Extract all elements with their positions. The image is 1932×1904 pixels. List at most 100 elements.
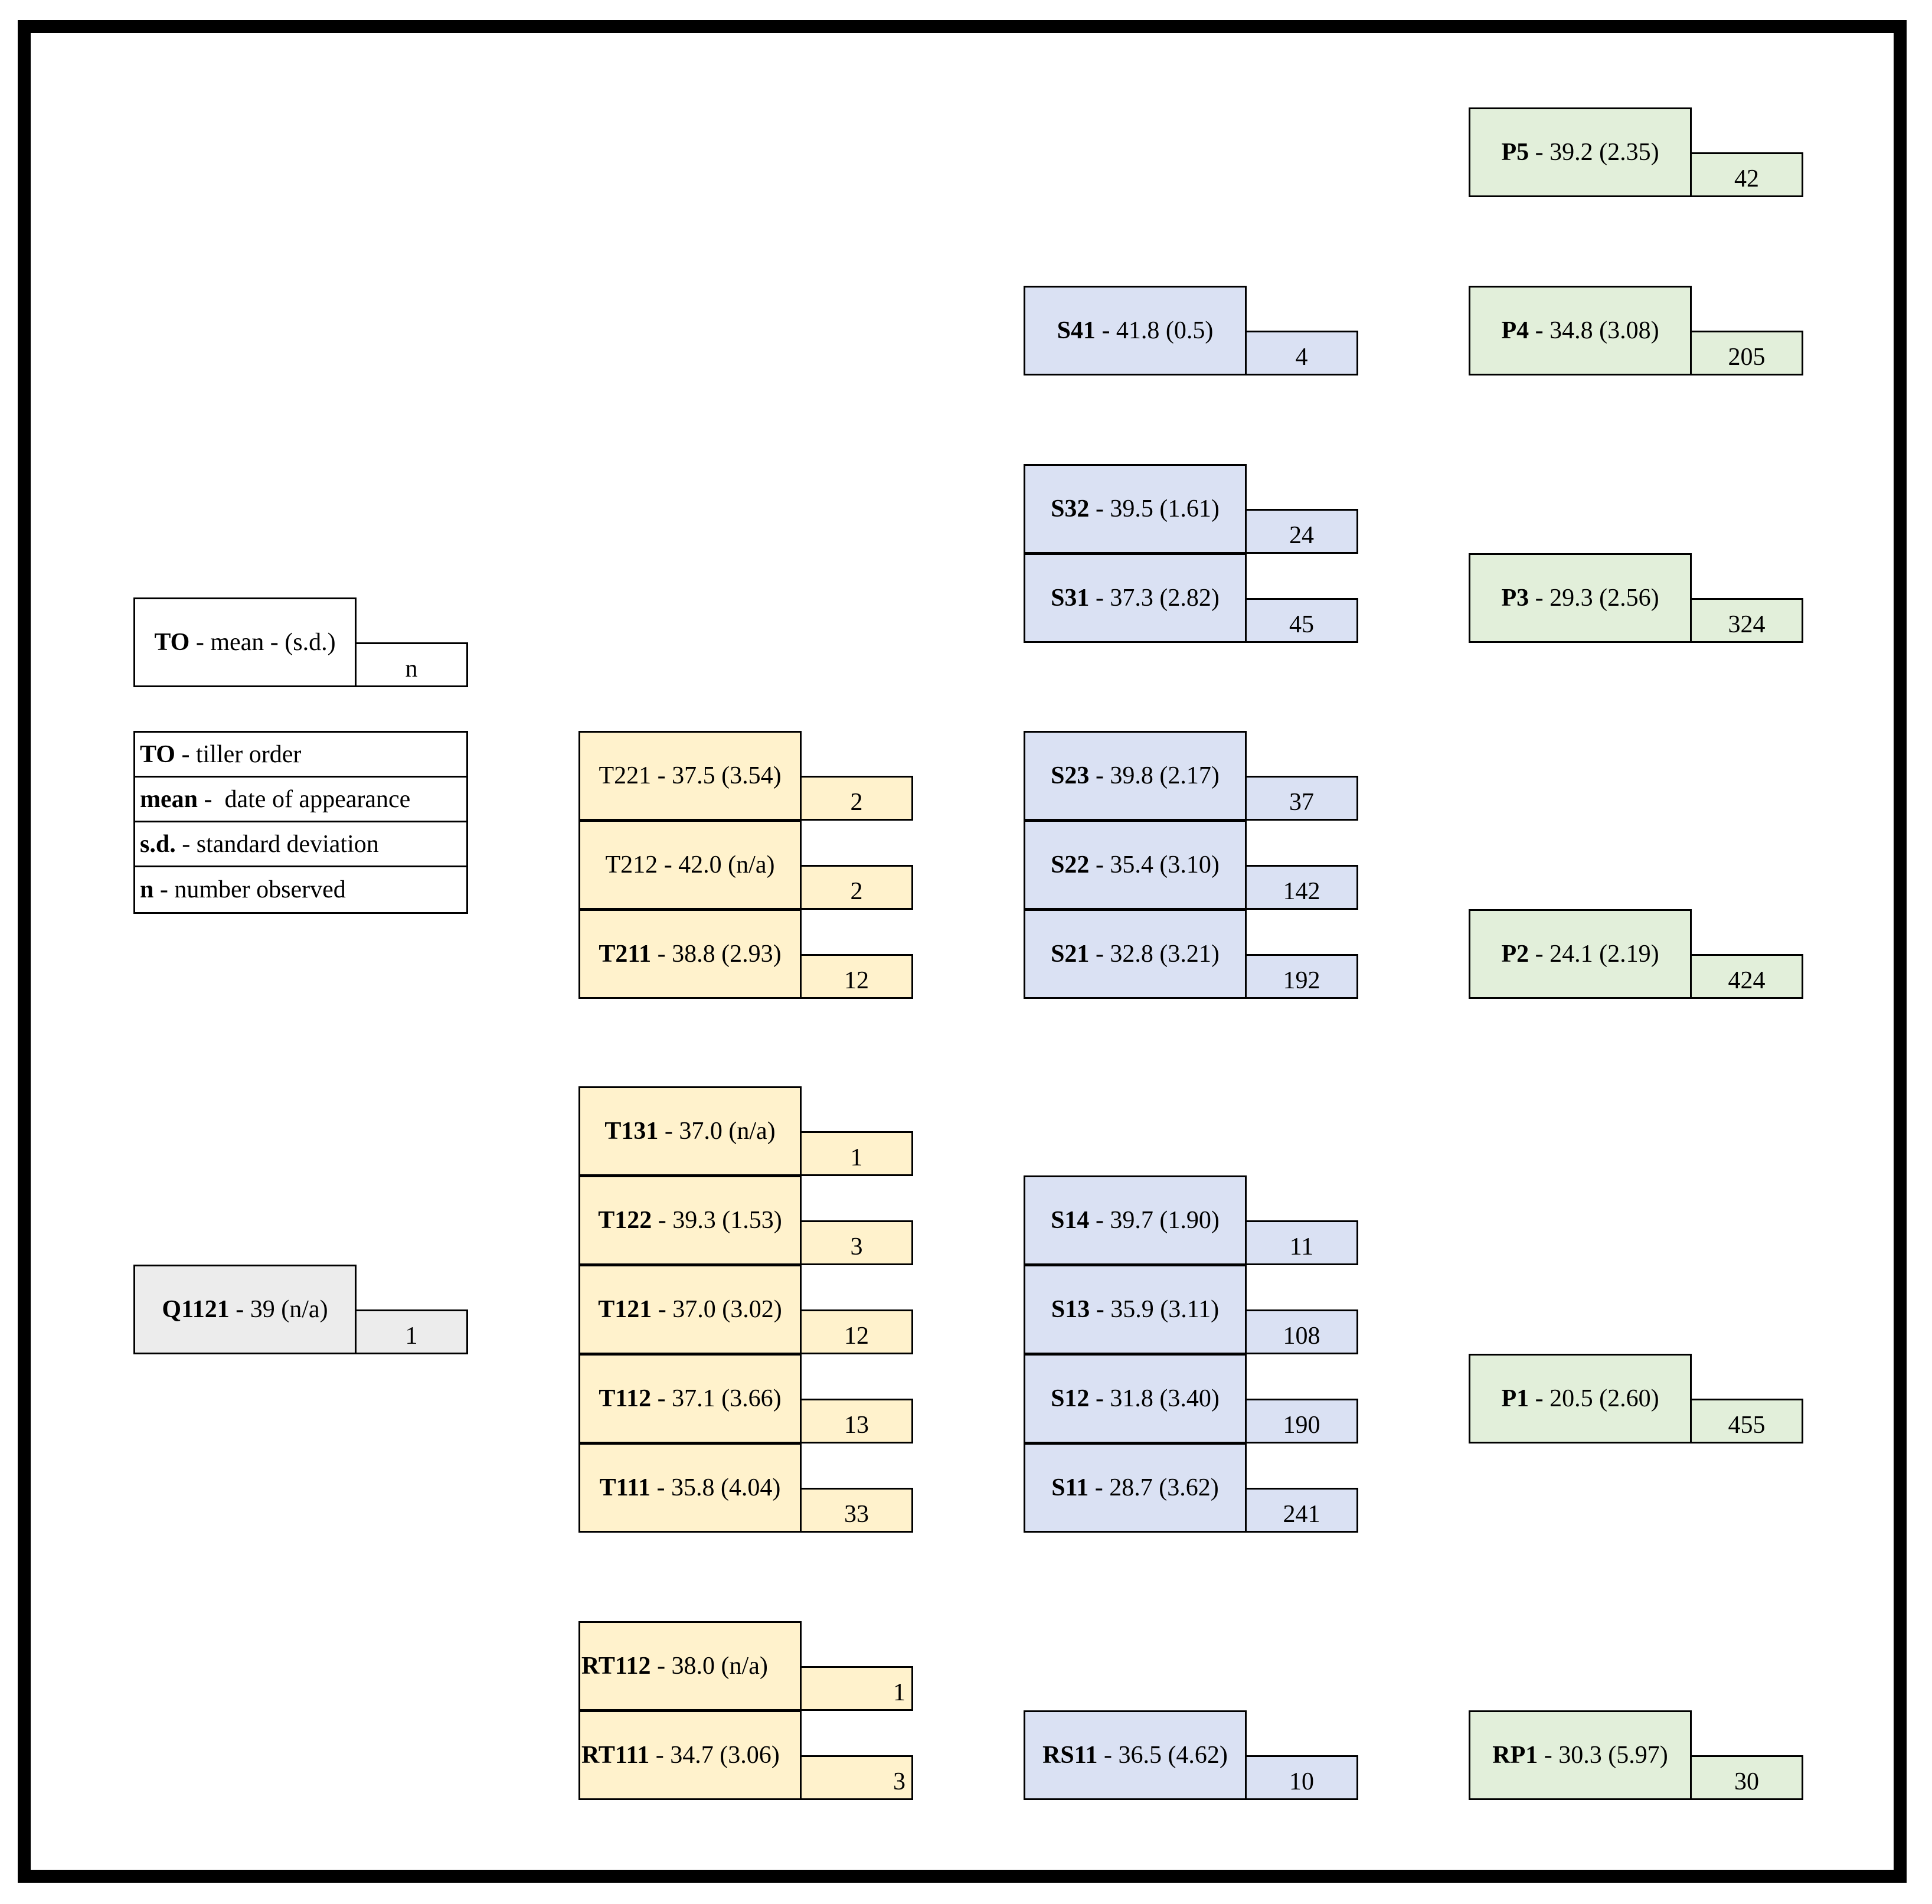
node-count: 37: [1245, 776, 1358, 821]
node-main: P2 - 24.1 (2.19): [1469, 909, 1692, 999]
node-id: S14: [1051, 1207, 1090, 1234]
key-box-id: TO: [154, 629, 190, 656]
node-stat: - 39.5 (1.61): [1089, 495, 1220, 522]
node-id: T131: [604, 1118, 659, 1145]
node-count: 2: [800, 865, 913, 910]
key-box: TO - mean - (s.d.) n: [133, 597, 468, 687]
node-Q1121: Q1121 - 39 (n/a) 1: [133, 1265, 468, 1354]
node-stat: - 37.0 (n/a): [658, 1118, 776, 1145]
node-id: T112: [599, 1385, 652, 1412]
node-stat: - 37.1 (3.66): [651, 1385, 782, 1412]
node-S23: S23 - 39.8 (2.17) 37: [1024, 731, 1358, 821]
node-stat: - 34.8 (3.08): [1529, 317, 1659, 344]
legend-table: TO - tiller order mean - date of appeara…: [133, 731, 468, 914]
node-stat: - 34.7 (3.06): [649, 1742, 780, 1769]
node-main: S32 - 39.5 (1.61): [1024, 464, 1247, 554]
node-stat: - 32.8 (3.21): [1089, 940, 1220, 968]
node-count: 241: [1245, 1488, 1358, 1533]
node-id: RT111: [581, 1742, 650, 1769]
node-main: RT112 - 38.0 (n/a): [578, 1621, 802, 1711]
node-id: S13: [1051, 1296, 1090, 1323]
node-count: 190: [1245, 1399, 1358, 1443]
node-id: T221: [599, 762, 652, 789]
node-S14: S14 - 39.7 (1.90) 11: [1024, 1175, 1358, 1265]
node-stat: - 35.8 (4.04): [650, 1474, 781, 1501]
node-id: S32: [1051, 495, 1090, 522]
node-main: RP1 - 30.3 (5.97): [1469, 1710, 1692, 1800]
node-count: 12: [800, 954, 913, 999]
node-id: Q1121: [162, 1296, 230, 1323]
node-main: S12 - 31.8 (3.40): [1024, 1354, 1247, 1443]
node-RP1: RP1 - 30.3 (5.97) 30: [1469, 1710, 1803, 1800]
node-stat: - 28.7 (3.62): [1088, 1474, 1219, 1501]
node-stat: - 39.8 (2.17): [1089, 762, 1220, 789]
node-stat: - 39.7 (1.90): [1089, 1207, 1220, 1234]
node-T221: T221 - 37.5 (3.54) 2: [578, 731, 913, 821]
node-RT112: RT112 - 38.0 (n/a) 1: [578, 1621, 913, 1711]
node-stat: - 39 (n/a): [229, 1296, 328, 1323]
node-main: P1 - 20.5 (2.60): [1469, 1354, 1692, 1443]
node-id: S12: [1051, 1385, 1090, 1412]
node-S11: S11 - 28.7 (3.62) 241: [1024, 1443, 1358, 1533]
node-main: T111 - 35.8 (4.04): [578, 1443, 802, 1533]
node-id: T122: [598, 1207, 652, 1234]
key-box-main: TO - mean - (s.d.): [133, 597, 357, 687]
node-P1: P1 - 20.5 (2.60) 455: [1469, 1354, 1803, 1443]
node-T212: T212 - 42.0 (n/a) 2: [578, 820, 913, 910]
node-S13: S13 - 35.9 (3.11) 108: [1024, 1265, 1358, 1354]
legend-desc: - standard deviation: [175, 830, 379, 858]
legend-term: TO: [140, 740, 175, 768]
node-main: Q1121 - 39 (n/a): [133, 1265, 357, 1354]
node-id: P4: [1501, 317, 1529, 344]
node-id: T211: [599, 940, 652, 968]
node-P5: P5 - 39.2 (2.35) 42: [1469, 107, 1803, 197]
legend-term: s.d.: [140, 830, 176, 858]
node-main: T211 - 38.8 (2.93): [578, 909, 802, 999]
node-count: 45: [1245, 598, 1358, 643]
node-stat: - 39.3 (1.53): [652, 1207, 782, 1234]
node-count: 4: [1245, 331, 1358, 375]
legend-row: n - number observed: [135, 867, 466, 912]
node-T122: T122 - 39.3 (1.53) 3: [578, 1175, 913, 1265]
node-count: 10: [1245, 1755, 1358, 1800]
node-main: S31 - 37.3 (2.82): [1024, 553, 1247, 643]
node-RS11: RS11 - 36.5 (4.62) 10: [1024, 1710, 1358, 1800]
diagram-frame: [18, 20, 1907, 1883]
node-id: S23: [1051, 762, 1090, 789]
legend-desc: - number observed: [153, 876, 346, 903]
node-main: S22 - 35.4 (3.10): [1024, 820, 1247, 910]
node-id: RS11: [1042, 1742, 1098, 1769]
node-main: T212 - 42.0 (n/a): [578, 820, 802, 910]
node-count: 13: [800, 1399, 913, 1443]
node-S12: S12 - 31.8 (3.40) 190: [1024, 1354, 1358, 1443]
node-main: T121 - 37.0 (3.02): [578, 1265, 802, 1354]
legend-row: mean - date of appearance: [135, 778, 466, 822]
node-id: T121: [598, 1296, 652, 1323]
node-count: 42: [1690, 152, 1803, 197]
node-P4: P4 - 34.8 (3.08) 205: [1469, 286, 1803, 375]
node-main: S21 - 32.8 (3.21): [1024, 909, 1247, 999]
legend-row: s.d. - standard deviation: [135, 822, 466, 867]
node-T111: T111 - 35.8 (4.04) 33: [578, 1443, 913, 1533]
node-count: 11: [1245, 1220, 1358, 1265]
node-count: 3: [800, 1220, 913, 1265]
node-id: P2: [1501, 940, 1529, 968]
node-main: T131 - 37.0 (n/a): [578, 1086, 802, 1176]
node-S21: S21 - 32.8 (3.21) 192: [1024, 909, 1358, 999]
node-main: T122 - 39.3 (1.53): [578, 1175, 802, 1265]
node-stat: - 42.0 (n/a): [658, 851, 775, 878]
node-main: S14 - 39.7 (1.90): [1024, 1175, 1247, 1265]
node-count: 24: [1245, 509, 1358, 554]
node-count: 142: [1245, 865, 1358, 910]
node-T121: T121 - 37.0 (3.02) 12: [578, 1265, 913, 1354]
legend-term: mean: [140, 785, 198, 813]
node-stat: - 35.9 (3.11): [1090, 1296, 1220, 1323]
node-stat: - 31.8 (3.40): [1089, 1385, 1220, 1412]
node-id: RT112: [581, 1652, 651, 1680]
node-count: 3: [800, 1755, 913, 1800]
node-id: T212: [605, 851, 658, 878]
node-main: S11 - 28.7 (3.62): [1024, 1443, 1247, 1533]
node-main: RS11 - 36.5 (4.62): [1024, 1710, 1247, 1800]
node-count: 192: [1245, 954, 1358, 999]
node-count: 1: [800, 1131, 913, 1176]
